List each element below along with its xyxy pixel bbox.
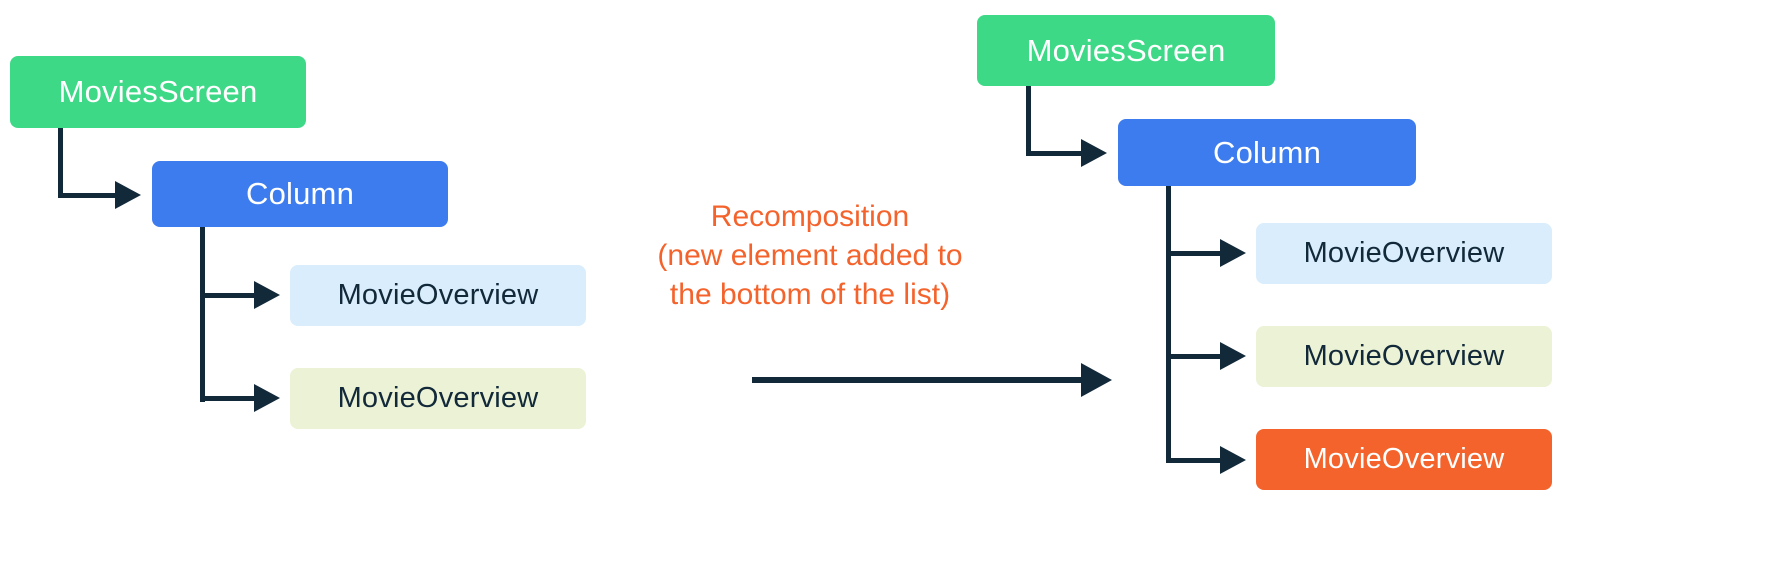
after-node-moviesscreen[interactable]: MoviesScreen [977,15,1275,86]
after-node-movieoverview-3-new[interactable]: MovieOverview [1256,429,1552,490]
after-node-movieoverview-2[interactable]: MovieOverview [1256,326,1552,387]
transition-label-line-2: (new element added to [657,239,963,272]
before-node-movieoverview-1[interactable]: MovieOverview [290,265,586,326]
after-node-movieoverview-1[interactable]: MovieOverview [1256,223,1552,284]
right-arrow-icon [1081,363,1112,397]
before-node-moviesscreen[interactable]: MoviesScreen [10,56,306,128]
transition-label-line-3: the bottom of the list) [669,278,951,311]
transition-label-line-1: Recomposition [710,200,910,233]
before-node-column[interactable]: Column [152,161,448,227]
recomposition-arrow-shaft [752,377,1085,383]
before-node-movieoverview-2[interactable]: MovieOverview [290,368,586,429]
after-node-column[interactable]: Column [1118,119,1416,186]
